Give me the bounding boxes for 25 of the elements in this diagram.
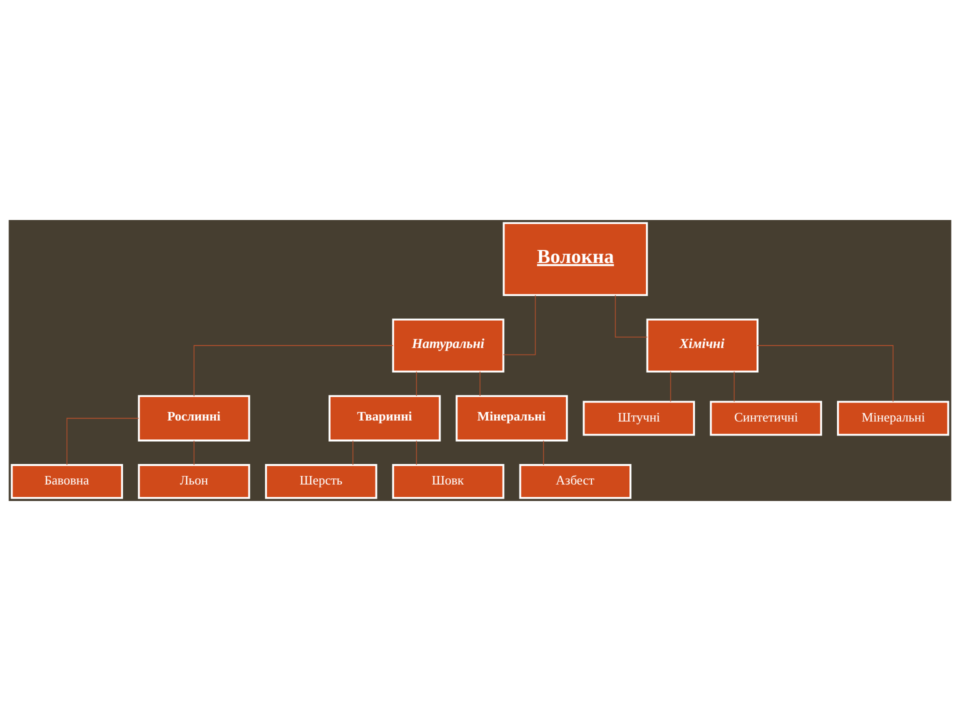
node-box: Шерсть — [265, 464, 378, 498]
node-box: Рослинні — [138, 394, 250, 441]
node-box: Синтетичні — [710, 400, 822, 436]
node-box: Мінеральні — [837, 400, 950, 436]
node-box: Хімічні — [646, 318, 759, 372]
node-box: Натуральні — [392, 318, 504, 372]
node-box: Льон — [138, 464, 250, 498]
connector — [503, 294, 536, 355]
connector — [734, 370, 735, 402]
connector — [416, 370, 417, 396]
node-box: Бавовна — [10, 464, 123, 498]
connector — [670, 370, 672, 402]
node-box: Азбест — [519, 464, 632, 498]
connector — [194, 344, 394, 396]
connector — [614, 294, 648, 338]
connector — [66, 417, 140, 465]
node-box: Тваринні — [328, 394, 441, 441]
connector — [416, 440, 417, 465]
connector — [543, 440, 544, 465]
node-box: Штучні — [582, 400, 695, 436]
node-box: Мінеральні — [456, 394, 568, 441]
connector — [757, 344, 894, 402]
connector — [352, 440, 354, 465]
node-box: Шовк — [392, 464, 504, 498]
node-box: Волокна — [502, 222, 648, 296]
